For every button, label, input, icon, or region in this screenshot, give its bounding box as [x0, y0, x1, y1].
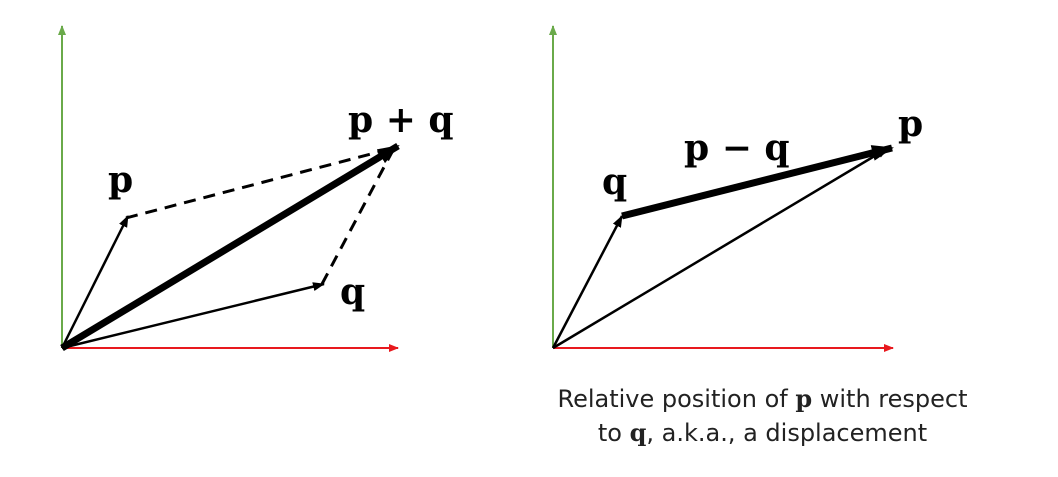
left-vector-p-arrow	[60, 215, 130, 349]
left-label-q: q	[340, 271, 365, 313]
right-label-p: p	[898, 103, 923, 145]
caption-bold-q: q	[629, 418, 647, 447]
right-diagram: q p p − q	[549, 25, 923, 352]
left-vector-sum-arrow	[60, 143, 400, 351]
right-label-q: q	[602, 161, 627, 203]
left-diagram: p q p + q	[58, 25, 454, 352]
caption: Relative position of p with respect to q…	[500, 382, 1025, 450]
caption-text: with respect	[812, 385, 968, 413]
caption-text: Relative position of	[557, 385, 796, 413]
right-vector-p-arrow	[552, 146, 889, 350]
left-label-p: p	[108, 159, 133, 201]
right-vector-q-arrow	[551, 215, 624, 349]
caption-bold-p: p	[795, 384, 813, 413]
right-vector-diff-arrow	[621, 144, 894, 220]
caption-text: to	[597, 419, 630, 447]
left-dashed-from-p	[125, 146, 395, 220]
right-label-diff: p − q	[684, 127, 790, 169]
caption-line-2: to q, a.k.a., a displacement	[500, 416, 1025, 450]
left-vector-q-arrow	[61, 282, 325, 350]
left-label-sum: p + q	[348, 99, 454, 141]
caption-text: , a.k.a., a displacement	[646, 419, 928, 447]
left-dashed-from-q	[320, 151, 394, 285]
caption-line-1: Relative position of p with respect	[500, 382, 1025, 416]
